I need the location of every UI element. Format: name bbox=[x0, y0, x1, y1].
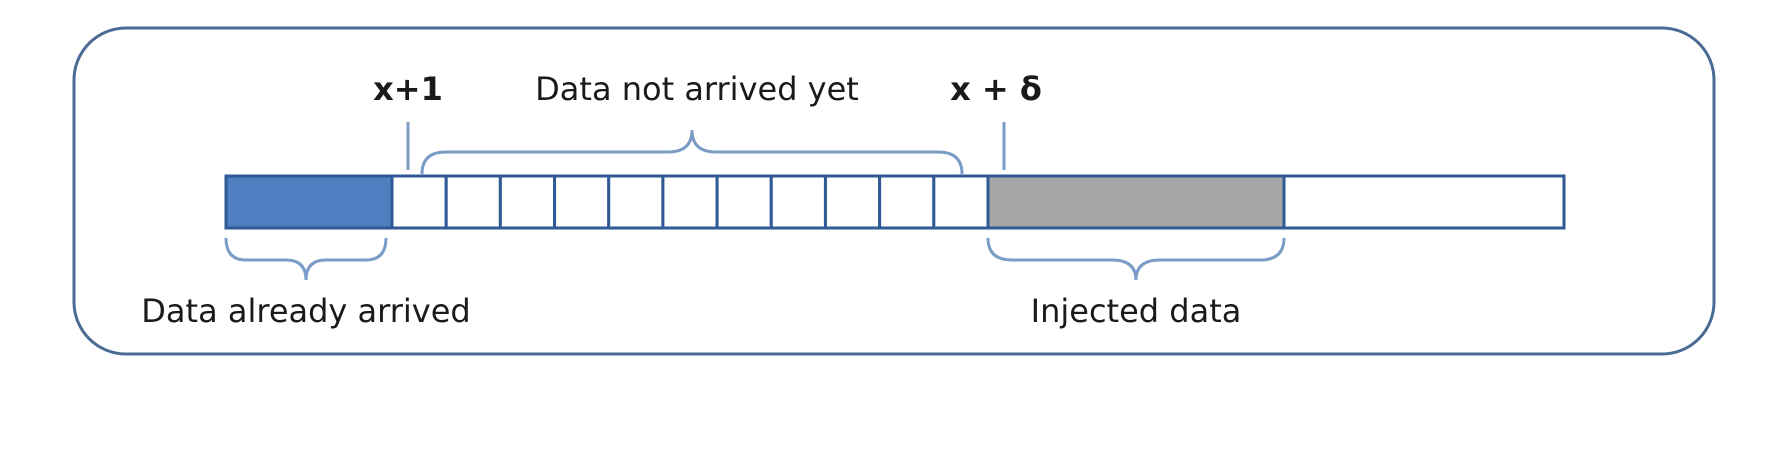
start-marker-label: x+1 bbox=[373, 70, 443, 108]
pending-cell bbox=[444, 174, 502, 230]
arrived-brace bbox=[224, 237, 388, 281]
pending-cell bbox=[498, 174, 557, 230]
diagram-frame bbox=[72, 26, 1716, 356]
trailing-empty-block bbox=[1282, 174, 1566, 230]
not-arrived-label: Data not arrived yet bbox=[535, 70, 859, 108]
pending-cell bbox=[878, 174, 936, 230]
pending-cell bbox=[607, 174, 665, 230]
injected-brace bbox=[986, 237, 1286, 281]
pending-cell bbox=[661, 174, 719, 230]
end-marker-label: x + δ bbox=[950, 70, 1042, 108]
data-strip bbox=[224, 174, 1566, 230]
pending-cell bbox=[823, 174, 882, 230]
not-arrived-brace bbox=[420, 129, 964, 175]
injected-data-block bbox=[986, 174, 1286, 230]
pending-cell bbox=[932, 174, 990, 230]
injected-label: Injected data bbox=[1031, 292, 1242, 330]
pending-cell bbox=[715, 174, 773, 230]
pending-cell bbox=[390, 174, 448, 230]
pending-cell bbox=[769, 174, 827, 230]
pending-cell bbox=[553, 174, 611, 230]
arrived-data-block bbox=[224, 174, 394, 230]
arrived-label: Data already arrived bbox=[141, 292, 470, 330]
